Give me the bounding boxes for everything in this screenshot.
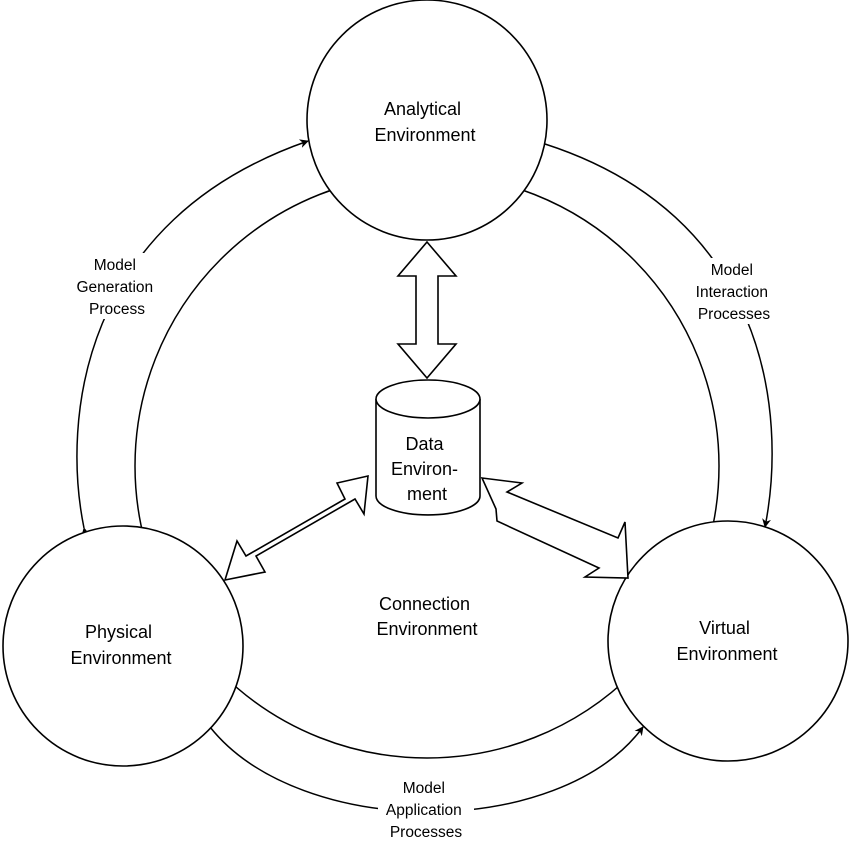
analytical-environment-label: Analytical Environment — [374, 99, 475, 145]
physical-data-double-arrow — [223, 474, 369, 582]
virtual-label-line-1: Virtual — [699, 618, 750, 638]
generation-label-line-2: Generation — [76, 279, 153, 296]
application-label-line-2: Application — [386, 802, 462, 819]
physical-label-line-2: Environment — [70, 648, 171, 668]
physical-label-line-1: Physical — [85, 622, 152, 642]
generation-label-line-3: Process — [89, 301, 145, 318]
data-label-line-1: Data — [405, 434, 444, 454]
data-environment-node — [375, 379, 481, 516]
model-interaction-label: Model Interaction Processes — [696, 262, 773, 323]
data-label-line-3: ment — [407, 484, 447, 504]
application-label-line-1: Model — [403, 780, 445, 797]
connection-environment-label: Connection Environment — [376, 594, 477, 639]
analytical-data-double-arrow — [396, 240, 458, 380]
interaction-label-line-1: Model — [711, 262, 753, 279]
model-interaction-arrow — [535, 137, 773, 528]
model-application-label: Model Application Processes — [386, 780, 466, 841]
analytical-label-line-1: Analytical — [384, 99, 461, 119]
data-environment-label: Data Environ- ment — [391, 434, 463, 504]
application-label-line-3: Processes — [390, 824, 463, 841]
data-label-line-2: Environ- — [391, 459, 458, 479]
interaction-label-line-2: Interaction — [696, 284, 768, 301]
model-generation-label-bg — [70, 253, 168, 319]
physical-environment-label: Physical Environment — [70, 622, 171, 668]
interaction-label-line-3: Processes — [698, 306, 771, 323]
virtual-label-line-2: Environment — [676, 644, 777, 664]
virtual-environment-node — [607, 520, 849, 762]
model-generation-label: Model Generation Process — [76, 257, 157, 318]
model-application-label-bg — [378, 776, 474, 842]
analytical-environment-node — [306, 0, 548, 241]
model-generation-arrow — [76, 139, 309, 537]
physical-environment-node — [2, 525, 244, 767]
model-interaction-label-bg — [686, 258, 782, 324]
virtual-data-double-arrow — [480, 477, 629, 579]
connection-label-line-1: Connection — [379, 594, 470, 614]
analytical-label-line-2: Environment — [374, 125, 475, 145]
generation-label-line-1: Model — [94, 257, 136, 274]
connection-label-line-2: Environment — [376, 619, 477, 639]
virtual-environment-label: Virtual Environment — [676, 618, 777, 664]
